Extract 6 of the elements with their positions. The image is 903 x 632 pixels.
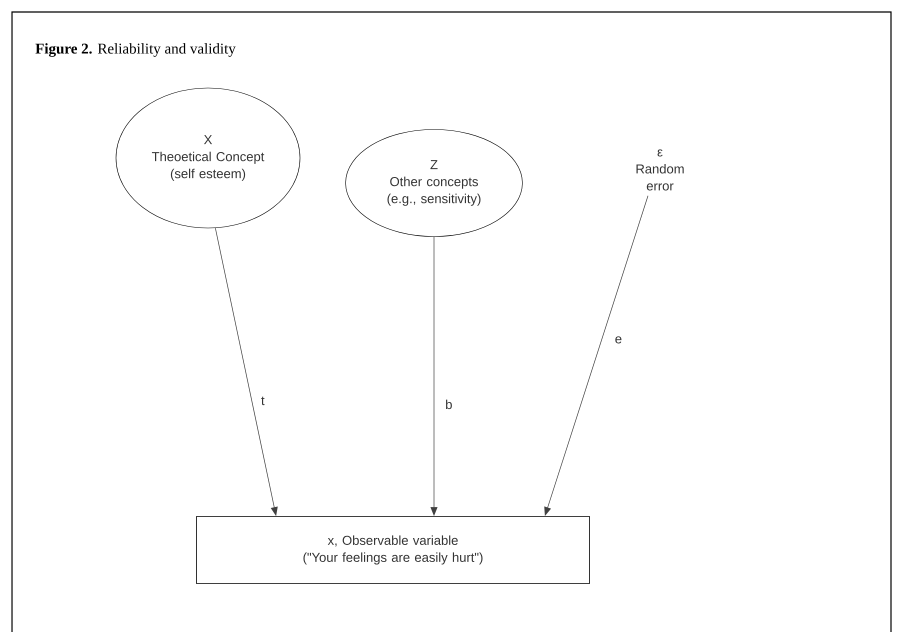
- edge-label: e: [614, 335, 624, 344]
- edge-label: b: [444, 398, 454, 410]
- variable-box: x, Observable variable ("Your feelings are easily hurt"): [196, 516, 590, 584]
- error-label: ε Random error: [636, 149, 684, 191]
- figure-title: Figure 2. Reliability and validity: [35, 43, 236, 57]
- edge-label: t: [260, 396, 266, 406]
